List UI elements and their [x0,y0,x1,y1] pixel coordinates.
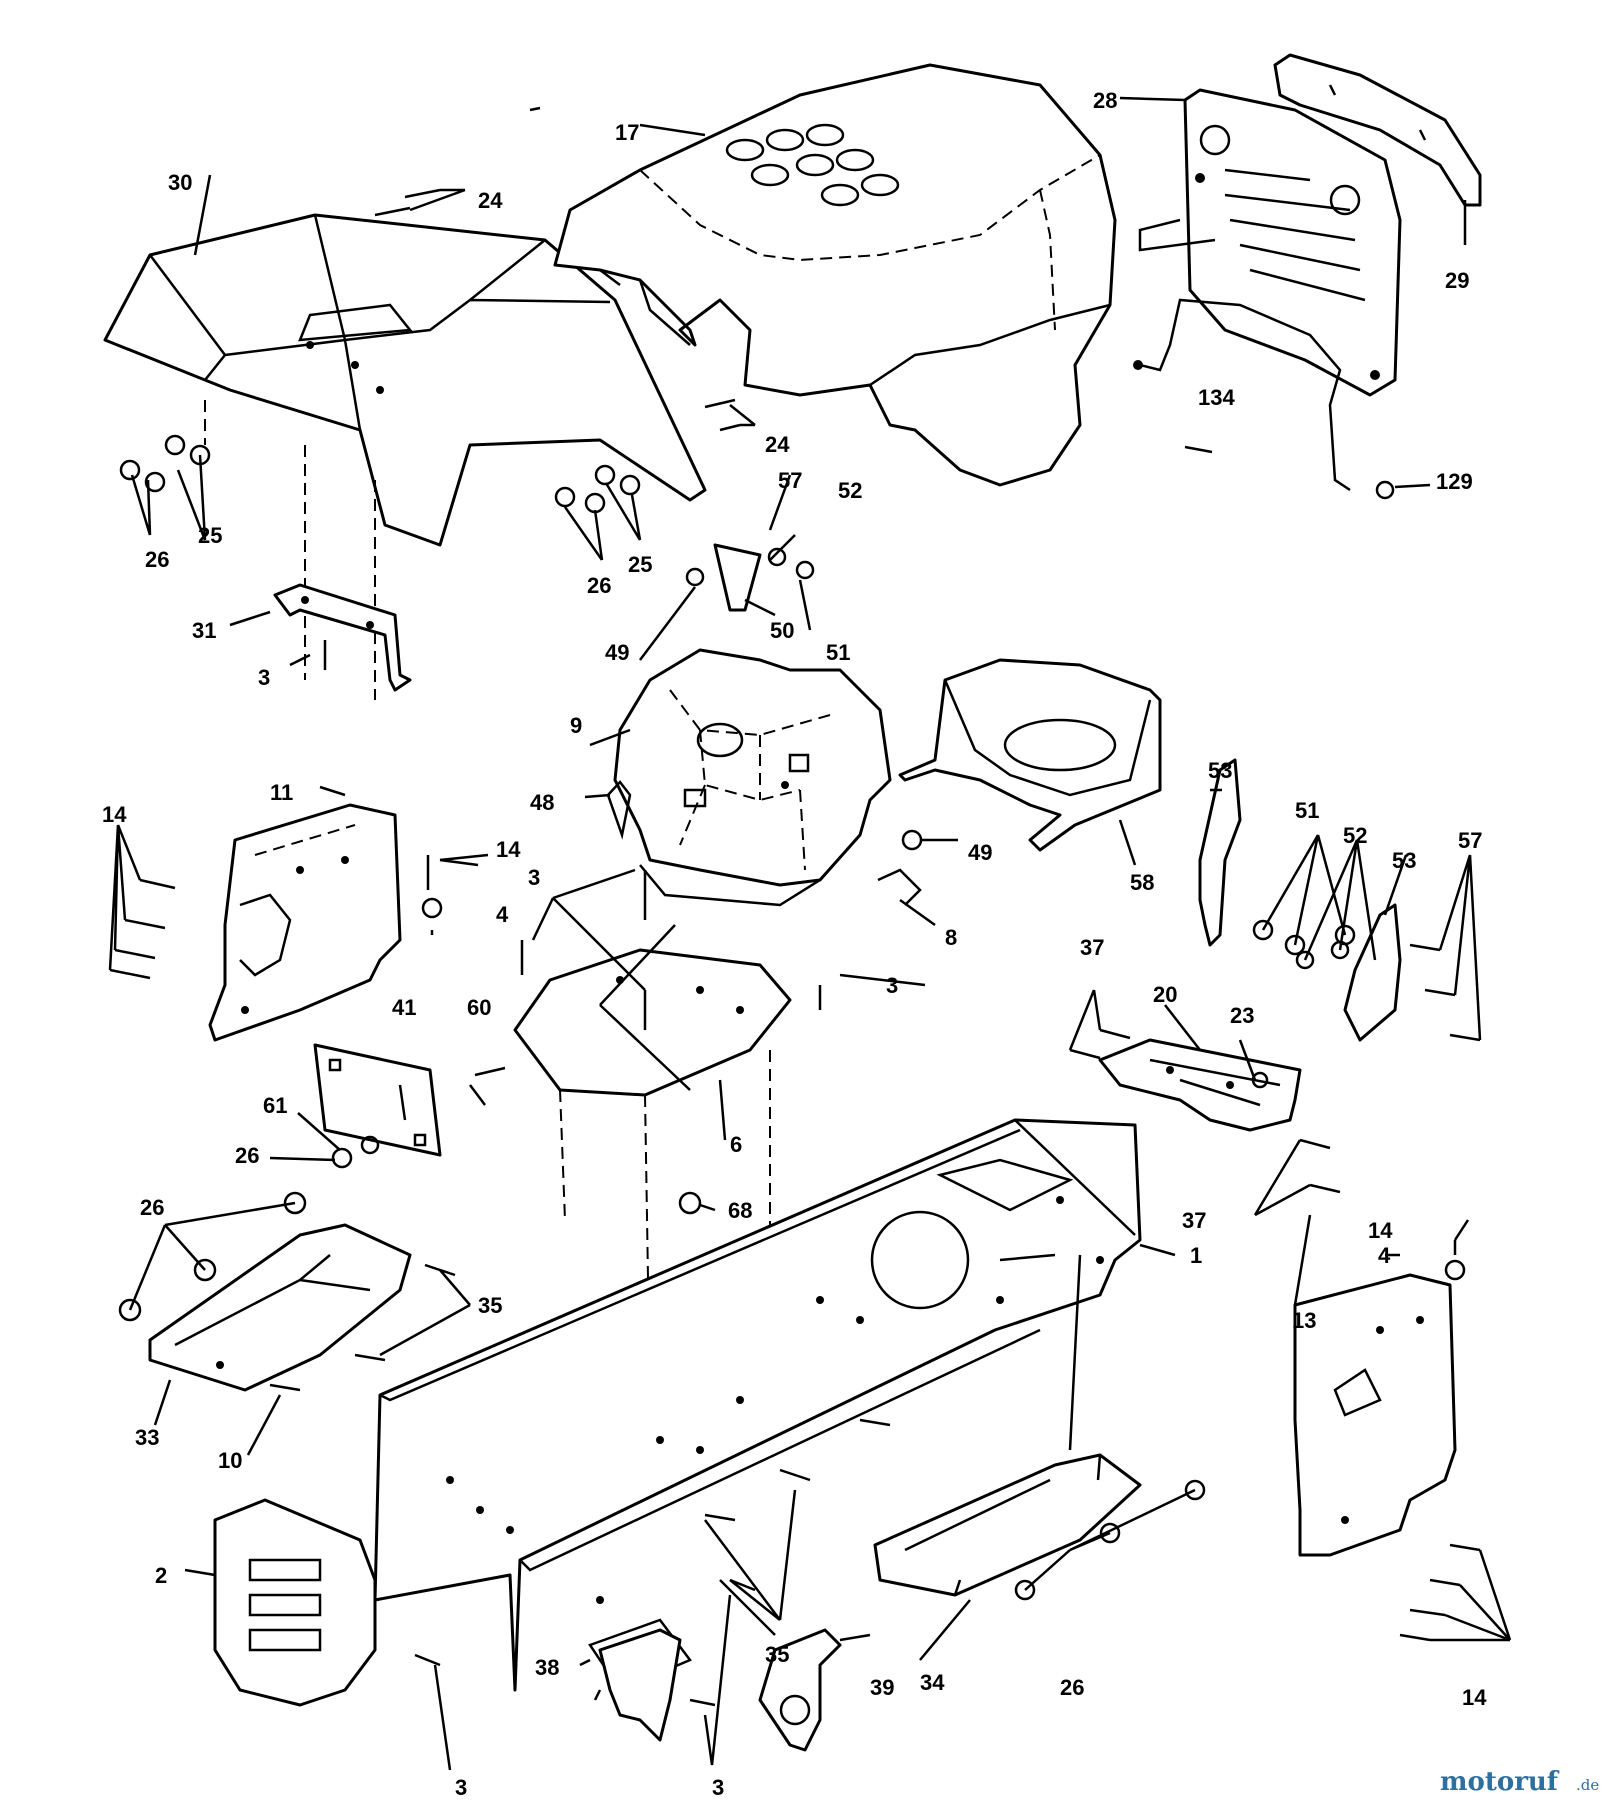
part-30-rear-fender [103,213,707,700]
callout-26: 26 [140,1195,164,1220]
callout-50: 50 [770,618,794,643]
callout-14: 14 [1368,1218,1393,1243]
part-38-bracket [598,1628,682,1742]
callout-129: 129 [1436,469,1473,494]
part-41-plate [313,1043,442,1157]
part-28-grille [1138,88,1402,397]
callout-52: 52 [1343,823,1367,848]
watermark-suffix: .de [1576,1776,1599,1794]
callout-13: 13 [1292,1308,1316,1333]
part-31-bracket [273,583,412,692]
callout-31: 31 [192,618,216,643]
part-13-side-panel [1293,1273,1457,1557]
callout-6: 6 [730,1132,742,1157]
callout-labels: 30 24 17 28 29 134 129 24 25 26 25 26 57… [102,88,1487,1800]
part-6-plate [513,948,792,1401]
callout-10: 10 [218,1448,242,1473]
part-34-footrest-right [873,1453,1142,1597]
callout-26: 26 [145,547,169,572]
callout-51: 51 [1295,798,1319,823]
callout-38: 38 [535,1655,559,1680]
callout-57: 57 [778,468,802,493]
part-53-bracket-right [1343,903,1402,1042]
watermark: motoruf .de [1440,1767,1599,1797]
callout-26: 26 [235,1143,259,1168]
callout-1: 1 [1190,1243,1202,1268]
callout-2: 2 [155,1563,167,1588]
callout-52: 52 [838,478,862,503]
part-29-bumper [1273,53,1482,207]
callout-35: 35 [478,1293,502,1318]
watermark-brand: motoruf [1440,1767,1560,1797]
callout-134: 134 [1198,385,1235,410]
callout-14: 14 [102,802,127,827]
part-17-hood [553,63,1117,487]
callout-28: 28 [1093,88,1117,113]
part-9-dash-panel [613,648,892,907]
callout-14: 14 [496,837,521,862]
callout-24: 24 [765,432,790,457]
callout-3: 3 [712,1775,724,1800]
callout-57: 57 [1458,828,1482,853]
callout-30: 30 [168,170,192,195]
callout-20: 20 [1153,982,1177,1007]
callout-3: 3 [886,973,898,998]
callout-29: 29 [1445,268,1469,293]
callout-4: 4 [496,902,509,927]
callout-4: 4 [1378,1243,1391,1268]
callout-39: 39 [870,1675,894,1700]
part-39-bracket [758,1628,842,1752]
part-2-bracket [213,1498,377,1707]
callout-25: 25 [198,523,222,548]
callout-48: 48 [530,790,554,815]
callout-24: 24 [478,188,503,213]
callout-3: 3 [528,865,540,890]
callout-61: 61 [263,1093,287,1118]
part-58-shroud [898,658,1162,852]
callout-53: 53 [1392,848,1416,873]
callout-49: 49 [605,640,629,665]
callout-3: 3 [455,1775,467,1800]
part-53-bracket-left [1198,758,1242,947]
callout-23: 23 [1230,1003,1254,1028]
callout-34: 34 [920,1670,945,1695]
hardware [109,188,1481,1707]
callout-41: 41 [392,995,416,1020]
callout-37: 37 [1182,1208,1206,1233]
callout-17: 17 [615,120,639,145]
callout-51: 51 [826,640,850,665]
callout-68: 68 [728,1198,752,1223]
callout-49: 49 [968,840,992,865]
part-134-rod [1133,298,1351,492]
callout-26: 26 [1060,1675,1084,1700]
callout-37: 37 [1080,935,1104,960]
part-33-footrest-left [148,1223,412,1392]
callout-58: 58 [1130,870,1154,895]
callout-60: 60 [467,995,491,1020]
callout-14: 14 [1462,1685,1487,1710]
callout-11: 11 [270,780,293,805]
callout-35: 35 [765,1642,789,1667]
callout-3: 3 [258,665,270,690]
part-11-side-panel [208,803,402,1042]
callout-25: 25 [628,552,652,577]
leader-lines [108,96,1512,1771]
part-20-bracket [1098,1038,1302,1132]
callout-8: 8 [945,925,957,950]
part-1-main-frame [373,1118,1142,1692]
callout-9: 9 [570,713,582,738]
callout-33: 33 [135,1425,159,1450]
callout-53: 53 [1208,758,1232,783]
callout-26: 26 [587,573,611,598]
